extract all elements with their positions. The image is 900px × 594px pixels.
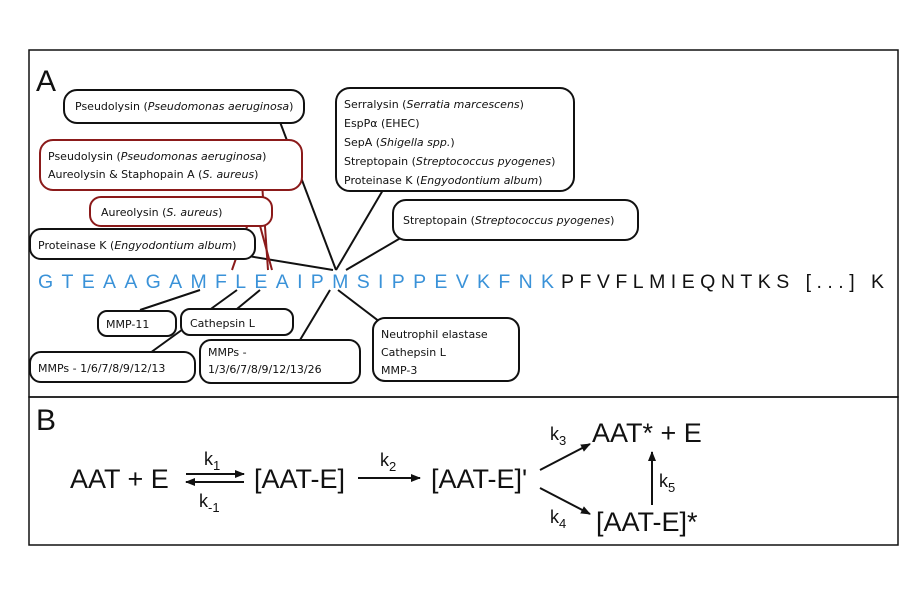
svg-text:Serralysin (Serratia marcescen: Serralysin (Serratia marcescens) (344, 98, 524, 111)
sequence: GTEAAGAMFLEAIPMSIPPEVKFNK PFVFLMIEQNTKS … (38, 271, 884, 293)
sequence-black: PFVFLMIEQNTKS [...] K (561, 271, 884, 293)
label-pseudolysin-aureolysin-red: Pseudolysin (Pseudomonas aeruginosa) Aur… (39, 139, 303, 191)
svg-text:k5: k5 (659, 471, 675, 495)
svg-text:Aureolysin (S. aureus): Aureolysin (S. aureus) (101, 206, 222, 219)
label-streptopain-right: Streptopain (Streptococcus pyogenes) (392, 199, 639, 241)
label-cathepsin-l-left: Cathepsin L (180, 308, 294, 336)
svg-text:Aureolysin & Staphopain A (S.: Aureolysin & Staphopain A (S. aureus) (48, 168, 258, 181)
complex-aat-e: [AAT-E] (254, 464, 345, 494)
svg-text:k4: k4 (550, 507, 566, 531)
arrow-k3 (539, 443, 591, 471)
product-aat-star-e: AAT* + E (592, 418, 702, 448)
label-neutrophil-group: Neutrophil elastase Cathepsin L MMP-3 (372, 317, 520, 382)
svg-text:MMPs -: MMPs - (208, 346, 247, 359)
svg-text:Cathepsin L: Cathepsin L (381, 346, 447, 359)
panel-a-letter: A (36, 65, 56, 98)
svg-text:MMP-11: MMP-11 (106, 318, 149, 331)
label-pseudolysin-top: Pseudolysin (Pseudomonas aeruginosa) (63, 89, 305, 124)
svg-text:k-1: k-1 (199, 491, 220, 515)
label-aureolysin-red: Aureolysin (S. aureus) (89, 196, 273, 227)
label-mmp11: MMP-11 (97, 310, 177, 337)
svg-text:SepA (Shigella spp.): SepA (Shigella spp.) (344, 136, 455, 149)
complex-aat-e-star: [AAT-E]* (596, 507, 698, 537)
kinetic-scheme: AAT + E k1 k-1 [AAT-E] k2 [AAT-E]' k3 k4… (70, 418, 702, 537)
label-serralysin-group: Serralysin (Serratia marcescens) EspPα (… (335, 87, 575, 192)
label-proteinase-k-left: Proteinase K (Engyodontium album) (29, 228, 256, 260)
arrow-k4 (539, 487, 591, 515)
svg-text:MMP-3: MMP-3 (381, 364, 417, 377)
svg-text:Proteinase K (Engyodontium al: Proteinase K (Engyodontium album) (38, 239, 236, 252)
svg-text:MMPs - 1/6/7/8/9/12/13: MMPs - 1/6/7/8/9/12/13 (38, 362, 165, 375)
svg-text:k1: k1 (204, 449, 220, 473)
label-mmps-a: MMPs - 1/6/7/8/9/12/13 (29, 351, 196, 383)
panel-b-frame (28, 396, 899, 546)
svg-text:Proteinase K (Engyodontium alb: Proteinase K (Engyodontium album) (344, 174, 542, 187)
svg-text:Streptopain (Streptococcus pyo: Streptopain (Streptococcus pyogenes) (403, 214, 614, 227)
panel-b-letter: B (36, 404, 56, 437)
reactant-aat-e: AAT + E (70, 464, 169, 494)
label-mmps-b: MMPs - 1/3/6/7/8/9/12/13/26 (199, 339, 361, 384)
svg-text:Neutrophil elastase: Neutrophil elastase (381, 328, 488, 341)
sequence-blue: GTEAAGAMFLEAIPMSIPPEVKFNK (38, 271, 554, 293)
svg-text:Cathepsin L: Cathepsin L (190, 317, 256, 330)
svg-text:EspPα (EHEC): EspPα (EHEC) (344, 117, 420, 130)
svg-text:Streptopain (Streptococcus pyo: Streptopain (Streptococcus pyogenes) (344, 155, 555, 168)
svg-text:Pseudolysin (Pseudomonas aerug: Pseudolysin (Pseudomonas aeruginosa) (75, 100, 293, 113)
svg-text:k2: k2 (380, 450, 396, 474)
svg-text:k3: k3 (550, 424, 566, 448)
svg-text:Pseudolysin (Pseudomonas aerug: Pseudolysin (Pseudomonas aeruginosa) (48, 150, 266, 163)
complex-aat-e-prime: [AAT-E]' (431, 464, 527, 494)
svg-text:1/3/6/7/8/9/12/13/26: 1/3/6/7/8/9/12/13/26 (208, 363, 322, 376)
